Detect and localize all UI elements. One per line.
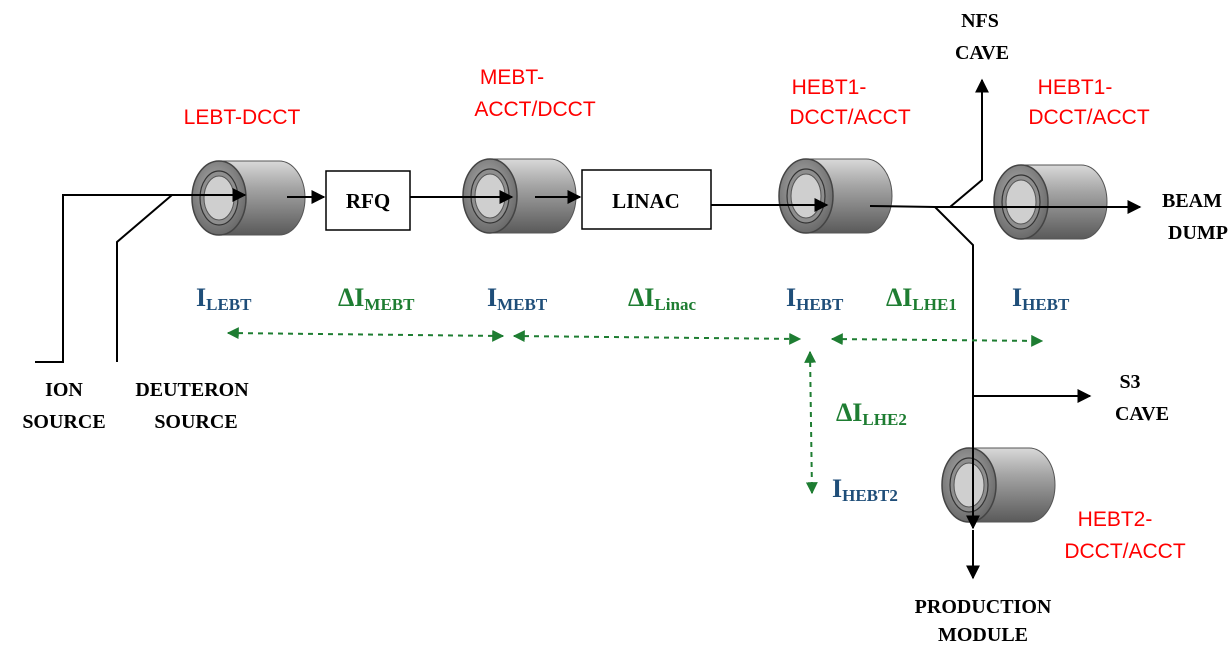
linac-label: LINAC	[612, 189, 680, 213]
svg-text:ΔILHE1: ΔILHE1	[886, 283, 957, 314]
current-delta-linac: ΔILinac	[628, 283, 696, 314]
hebt1-detector	[768, 158, 893, 271]
svg-text:IHEBT: IHEBT	[1012, 283, 1070, 314]
measure-arrow-lhe1	[830, 333, 1044, 347]
svg-text:ΔILHE2: ΔILHE2	[836, 398, 907, 429]
measure-arrow-linac	[512, 330, 802, 345]
hebt2-detector-label-line1: HEBT2-	[1078, 508, 1153, 531]
current-i-hebt-dump: IHEBT	[1012, 283, 1070, 314]
current-delta-mebt: ΔIMEBT	[338, 283, 415, 314]
current-i-hebt2: IHEBT2	[832, 474, 898, 505]
svg-text:ΔIMEBT: ΔIMEBT	[338, 283, 415, 314]
lebt-detector-label: LEBT-DCCT	[184, 106, 301, 129]
hebt1-detector-label-line1: HEBT1-	[792, 76, 867, 99]
production-branch	[934, 206, 980, 530]
current-i-mebt: IMEBT	[487, 283, 548, 314]
mebt-detector	[452, 158, 577, 271]
rfq-box: RFQ	[325, 170, 411, 231]
deuteron-source-line	[116, 194, 173, 362]
ion-source-line	[35, 194, 150, 363]
lebt-dcct-detector	[181, 160, 306, 273]
current-i-hebt: IHEBT	[786, 283, 844, 314]
rfq-label: RFQ	[346, 189, 390, 213]
nfs-branch	[949, 78, 989, 208]
beamline	[35, 194, 173, 363]
current-i-lebt: ILEBT	[196, 283, 252, 314]
hebt2-detector-label-line2: DCCT/ACCT	[1064, 540, 1185, 563]
linac-box: LINAC	[581, 169, 712, 230]
s3-cave-label-line2: CAVE	[1115, 403, 1169, 425]
nfs-cave-label-line1: NFS	[961, 10, 999, 32]
hebt2-detector	[931, 447, 1056, 560]
mebt-detector-label-line1: MEBT-	[480, 66, 544, 89]
deuteron-source-label-line2: SOURCE	[154, 411, 237, 433]
ion-source-label-line2: SOURCE	[22, 411, 105, 433]
svg-text:IHEBT2: IHEBT2	[832, 474, 898, 505]
svg-text:ILEBT: ILEBT	[196, 283, 252, 314]
mebt-detector-label-line2: ACCT/DCCT	[474, 98, 595, 121]
svg-text:IHEBT: IHEBT	[786, 283, 844, 314]
current-delta-lhe2: ΔILHE2	[836, 398, 907, 429]
production-module-label-line2: MODULE	[938, 624, 1028, 646]
nfs-cave-label-line2: CAVE	[955, 42, 1009, 64]
production-module-label-line1: PRODUCTION	[915, 596, 1052, 618]
svg-text:IMEBT: IMEBT	[487, 283, 548, 314]
measure-arrow-lhe2	[804, 350, 818, 495]
measure-arrow-mebt	[226, 327, 505, 342]
hebt1-detector-label-line2: DCCT/ACCT	[789, 106, 910, 129]
svg-text:ΔILinac: ΔILinac	[628, 283, 696, 314]
hebt1-dump-detector-label-line2: DCCT/ACCT	[1028, 106, 1149, 129]
deuteron-source-label-line1: DEUTERON	[135, 379, 249, 401]
hebt1-dump-detector	[983, 164, 1108, 277]
beam-dump-label-line2: DUMP	[1168, 222, 1228, 244]
hebt1-dump-detector-label-line1: HEBT1-	[1038, 76, 1113, 99]
current-delta-lhe1: ΔILHE1	[886, 283, 957, 314]
ion-source-label-line1: ION	[45, 379, 83, 401]
beam-dump-label-line1: BEAM	[1162, 190, 1222, 212]
s3-cave-label-line1: S3	[1119, 371, 1140, 393]
